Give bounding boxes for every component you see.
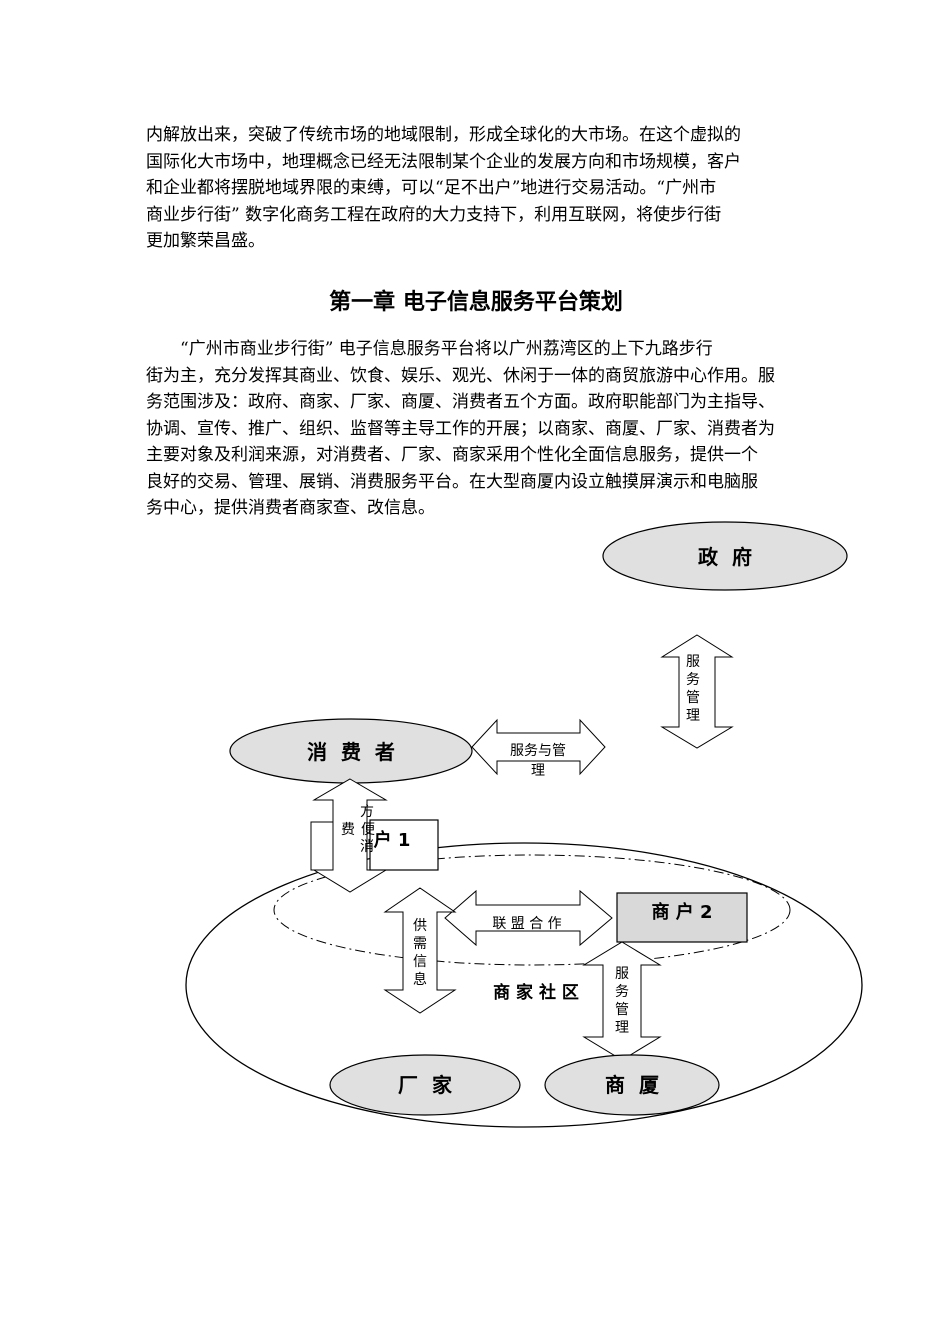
intro-paragraph: 内解放出来，突破了传统市场的地域限制，形成全球化的大市场。在这个虚拟的 国际化大…: [146, 122, 806, 255]
mall-label: 商 厦: [605, 1073, 660, 1097]
arrow-mall-char: 理: [615, 1020, 629, 1036]
alliance-ellipse: [273, 854, 791, 966]
body-line: “广州市商业步行街” 电子信息服务平台将以广州荔湾区的上下九路步行: [146, 339, 713, 359]
manufacturer-label: 厂 家: [398, 1073, 453, 1097]
arrow-mall-text: 服 务 管 理: [615, 966, 629, 1036]
arrow-gov-char: 服: [686, 654, 700, 670]
arrow-mall-char: 管: [615, 1002, 629, 1018]
merchant1-label: 户 1: [374, 829, 411, 851]
government-label: 政 府: [698, 545, 752, 569]
mall-ellipse: [544, 1054, 720, 1116]
arrow-gov-text: 服 务 管 理: [686, 654, 700, 724]
arrow-alliance-text: 联 盟 合 作: [492, 916, 561, 932]
arrow-convenience-char: 方: [360, 804, 374, 820]
merchant1-box: [369, 819, 439, 871]
government-ellipse: [602, 521, 848, 591]
arrow-mall-char: 服: [615, 966, 629, 982]
manufacturer-ellipse: [329, 1054, 521, 1116]
arrow-consumer-text-1: 服务与管: [510, 743, 566, 759]
arrow-supply-char: 需: [413, 936, 427, 952]
community-label: 商 家 社 区: [493, 982, 579, 1003]
chapter-title: 第一章 电子信息服务平台策划: [329, 290, 623, 315]
box-left-fragment: [310, 821, 334, 871]
intro-line: 国际化大市场中，地理概念已经无法限制某个企业的发展方向和市场规模，客户: [146, 151, 741, 172]
intro-line: 商业步行街” 数字化商务工程在政府的大力支持下，利用互联网，将使步行街: [146, 204, 722, 225]
intro-line: 更加繁荣昌盛。: [146, 231, 265, 251]
body-line: 良好的交易、管理、展销、消费服务平台。在大型商厦内设立触摸屏演示和电脑服: [146, 471, 758, 492]
arrow-convenience-char: 费: [341, 822, 355, 838]
arrow-convenience-char: 便: [361, 822, 375, 838]
arrow-supply-char: 息: [413, 971, 427, 988]
arrow-alliance: [444, 889, 613, 947]
merchant2-label: 商 户 2: [651, 901, 712, 923]
arrow-supply-char: 供: [413, 918, 427, 934]
arrow-convenience-text: 方 费 便 消: [341, 804, 375, 855]
body-line: 协调、宣传、推广、组织、监督等主导工作的开展；以商家、商厦、厂家、消费者为: [146, 418, 775, 439]
arrow-supply-char: 信: [413, 954, 427, 970]
arrow-gov-service: [660, 634, 734, 749]
arrow-mall-char: 务: [615, 984, 629, 1000]
body-line: 务范围涉及：政府、商家、厂家、商厦、消费者五个方面。政府职能部门为主指导、: [146, 392, 775, 412]
arrow-consumer-service: [471, 718, 606, 776]
body-line: 务中心，提供消费者商家查、改信息。: [146, 498, 435, 518]
intro-line: 内解放出来，突破了传统市场的地域限制，形成全球化的大市场。在这个虚拟的: [146, 125, 741, 145]
arrow-gov-char: 管: [686, 690, 700, 706]
arrow-supply-info: [383, 887, 457, 1014]
arrow-consumer-text-2: 理: [531, 763, 545, 779]
body-paragraph: “广州市商业步行街” 电子信息服务平台将以广州荔湾区的上下九路步行 街为主，充分…: [146, 336, 806, 522]
arrow-gov-char: 务: [686, 672, 700, 688]
body-line: 街为主，充分发挥其商业、饮食、娱乐、观光、休闲于一体的商贸旅游中心作用。服: [146, 365, 775, 386]
arrow-gov-char: 理: [686, 708, 700, 724]
intro-line: 和企业都将摆脱地域界限的束缚，可以“足不出户”地进行交易活动。“广州市: [146, 178, 717, 198]
consumer-label: 消 费 者: [307, 740, 395, 764]
arrow-convenience: [312, 778, 388, 893]
arrow-convenience-char: 消: [360, 839, 374, 855]
merchant2-box: [616, 892, 748, 943]
body-line: 主要对象及利润来源，对消费者、厂家、商家采用个性化全面信息服务，提供一个: [146, 445, 758, 465]
arrow-supply-text: 供 需 信 息: [413, 918, 427, 988]
